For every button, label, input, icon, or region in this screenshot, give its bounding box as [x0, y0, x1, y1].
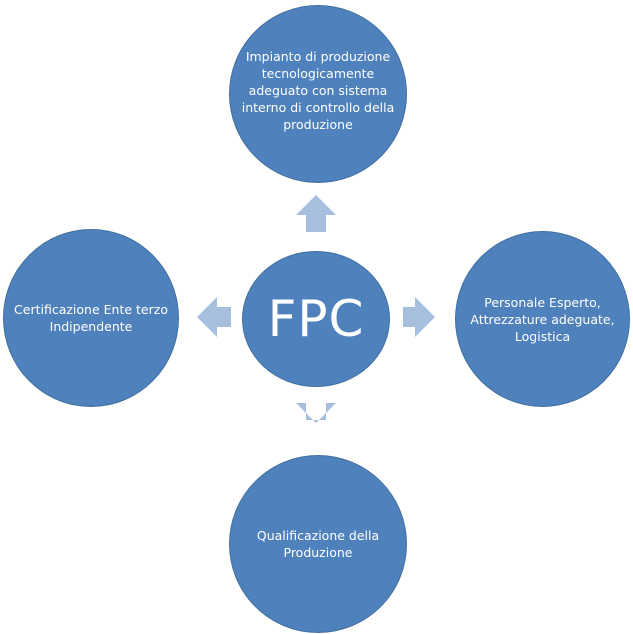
arrow-up	[296, 195, 336, 232]
node-impianto-produzione: Impianto di produzione tecnologicamente …	[229, 5, 407, 183]
node-fpc-center-label: FPC	[267, 290, 365, 348]
node-personale-esperto: Personale Esperto, Attrezzature adeguate…	[455, 231, 630, 407]
arrow-right	[403, 297, 435, 337]
node-fpc-center: FPC	[242, 251, 390, 387]
node-qualificazione-produzione: Qualificazione della Produzione	[229, 455, 407, 633]
node-impianto-produzione-label: Impianto di produzione tecnologicamente …	[241, 48, 395, 132]
node-qualificazione-produzione-label: Qualificazione della Produzione	[256, 528, 380, 560]
arrow-down	[296, 403, 336, 423]
arrow-left	[197, 297, 231, 337]
node-certificazione-ente-label: Certificazione Ente terzo Indipendente	[14, 302, 168, 334]
node-personale-esperto-label: Personale Esperto, Attrezzature adeguate…	[470, 294, 615, 344]
node-certificazione-ente: Certificazione Ente terzo Indipendente	[3, 229, 179, 407]
